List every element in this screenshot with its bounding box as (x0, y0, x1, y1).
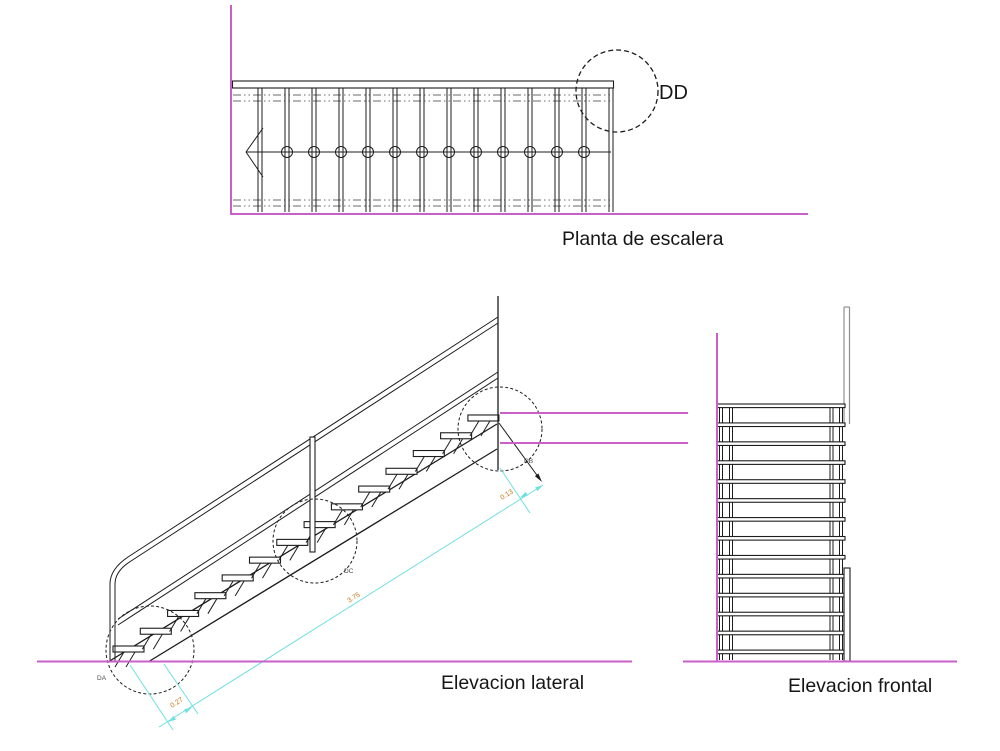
dimension-text-total-run: 3.75 (346, 591, 361, 604)
tread-support-line (196, 598, 207, 614)
tread-support-line (343, 509, 354, 526)
tread-support-line (414, 456, 425, 472)
frontal-frame (716, 403, 846, 660)
plan-view-title: Planta de escalera (562, 228, 724, 250)
plan-walk-arrow (245, 151, 264, 178)
detail-circle-db (457, 386, 543, 472)
tread-support-line (169, 616, 180, 632)
stringer-bottom-edge (147, 448, 498, 663)
tread-support-line (316, 527, 327, 543)
tread-support-line (469, 420, 480, 437)
tread-support-line (371, 491, 382, 508)
tread-support-line (251, 562, 261, 579)
dimension-extension (499, 467, 531, 514)
lateral-tread (303, 521, 336, 529)
tread-support-line (207, 598, 218, 614)
tread-support-line (453, 438, 464, 455)
frontal-tread-bar (716, 422, 846, 428)
tread-support-line (360, 491, 371, 508)
lateral-tread (248, 556, 282, 564)
detail-circle-dd (575, 49, 659, 133)
tread-support-line (262, 562, 272, 579)
tread-support-line (387, 474, 398, 490)
tread-support-line (425, 456, 436, 472)
tread-support-line (114, 651, 125, 668)
dimension-extension (129, 664, 174, 731)
frontal-tread-bar (716, 554, 846, 560)
frontal-tread-bar (716, 592, 846, 598)
frontal-tread-bar (716, 630, 846, 636)
plan-view: DD Planta de escalera (230, 5, 808, 250)
detail-circle-dc (272, 498, 358, 584)
tread-support-line (480, 420, 491, 437)
tread-support-line (289, 545, 300, 561)
lateral-tread (276, 538, 309, 546)
lateral-tread (440, 432, 473, 440)
dimension-arrowhead (184, 707, 192, 714)
frontal-elevation-view: Elevacion frontal (683, 306, 957, 697)
tread-support-line (152, 633, 163, 650)
frontal-tread-bar (716, 573, 846, 579)
tread-support-line (398, 474, 409, 490)
dimension-arrowhead (168, 715, 176, 722)
midrail-top (117, 371, 499, 620)
frontal-tread-bar (716, 403, 846, 409)
tread-support-line (234, 580, 245, 597)
frontal-view-title: Elevacion frontal (788, 675, 932, 697)
handrail-outer (109, 316, 499, 661)
plan-walk-arrow (245, 127, 264, 153)
midrail-bottom (117, 377, 499, 626)
detail-label-dd: DD (659, 82, 688, 104)
detail-label-db: DB (524, 458, 533, 465)
tread-support-line (180, 616, 191, 632)
lateral-tread (467, 414, 500, 422)
lateral-tread (412, 449, 445, 458)
frontal-lower-post (843, 567, 851, 662)
frontal-tread-bar (716, 611, 846, 617)
lateral-elevation-view: DA DC DB 0.27 3.75 0.13 Elevacion latera… (37, 296, 688, 731)
lateral-tread (330, 503, 363, 511)
lateral-view-title: Elevacion lateral (441, 672, 584, 694)
dimension-arrowhead (535, 485, 543, 492)
tread-support-line (442, 438, 453, 455)
detail-circle-da (105, 605, 195, 695)
tread-support-line (125, 651, 136, 668)
dimension-text-first-tread: 0.27 (169, 696, 184, 709)
dimension-extension (163, 663, 199, 715)
baluster-post (309, 436, 316, 553)
lateral-tread (194, 592, 227, 600)
lateral-tread (139, 627, 172, 635)
lateral-tread (221, 574, 254, 582)
lateral-tread (358, 485, 391, 493)
frontal-tread-bar (716, 517, 846, 522)
tread-support-line (332, 509, 343, 526)
handrail-inner (114, 322, 499, 661)
detail-label-da: DA (97, 675, 107, 682)
top-leader-line (498, 422, 540, 479)
dimension-line-slope (158, 484, 544, 728)
frontal-tread-bar (716, 498, 846, 503)
top-leader-arrowhead (534, 473, 542, 482)
lateral-tread (112, 645, 145, 653)
lateral-tread (167, 609, 200, 618)
detail-label-dc: DC (344, 568, 354, 575)
frontal-tread-bar (716, 479, 846, 484)
frontal-tread-bar (716, 460, 846, 465)
lateral-treads (112, 414, 500, 668)
frontal-tread-bar (716, 649, 846, 655)
plan-treads (257, 88, 614, 212)
tread-support-line (141, 633, 152, 650)
dimension-arrowhead (520, 491, 528, 498)
tread-support-line (278, 545, 289, 561)
dimension-text-top-offset: 0.13 (499, 488, 514, 501)
plan-top-stringer (231, 80, 615, 89)
tread-support-line (223, 580, 234, 597)
frontal-tread-bar (716, 441, 846, 447)
lateral-tread (385, 467, 418, 475)
frontal-tread-bar (716, 535, 846, 541)
